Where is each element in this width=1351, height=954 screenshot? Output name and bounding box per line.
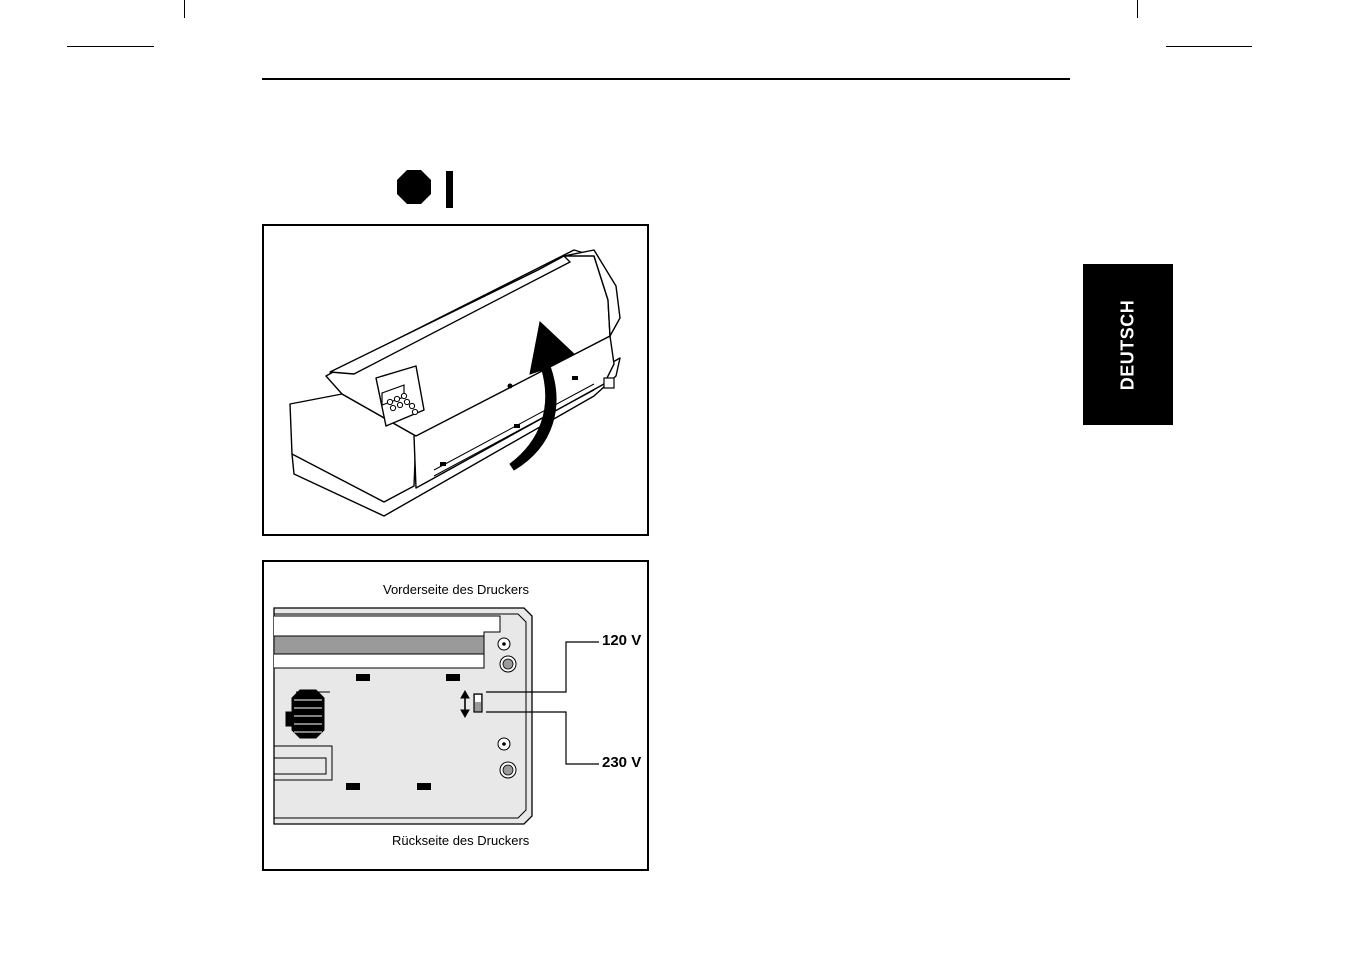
voltage-120-label: 120 V <box>602 632 642 649</box>
power-on-bar-icon <box>446 171 453 208</box>
crop-mark-top-right-vertical <box>1137 0 1138 18</box>
printer-cover-figure <box>262 224 649 536</box>
crop-mark-top-left-vertical <box>184 0 185 18</box>
voltage-selector-figure <box>262 560 649 871</box>
front-side-caption: Vorderseite des Druckers <box>383 582 529 597</box>
rear-side-caption: Rückseite des Druckers <box>392 833 530 848</box>
crop-mark-top-left-horizontal <box>67 46 154 47</box>
stop-octagon-icon <box>397 170 431 204</box>
voltage-230-label: 230 V <box>602 754 642 771</box>
language-tab: DEUTSCH <box>1083 264 1173 425</box>
printer-illustration <box>289 249 621 517</box>
crop-mark-top-right-horizontal <box>1166 46 1252 47</box>
voltage-selector-diagram <box>273 607 599 825</box>
language-tab-label: DEUTSCH <box>1117 299 1138 390</box>
header-rule <box>262 78 1070 80</box>
